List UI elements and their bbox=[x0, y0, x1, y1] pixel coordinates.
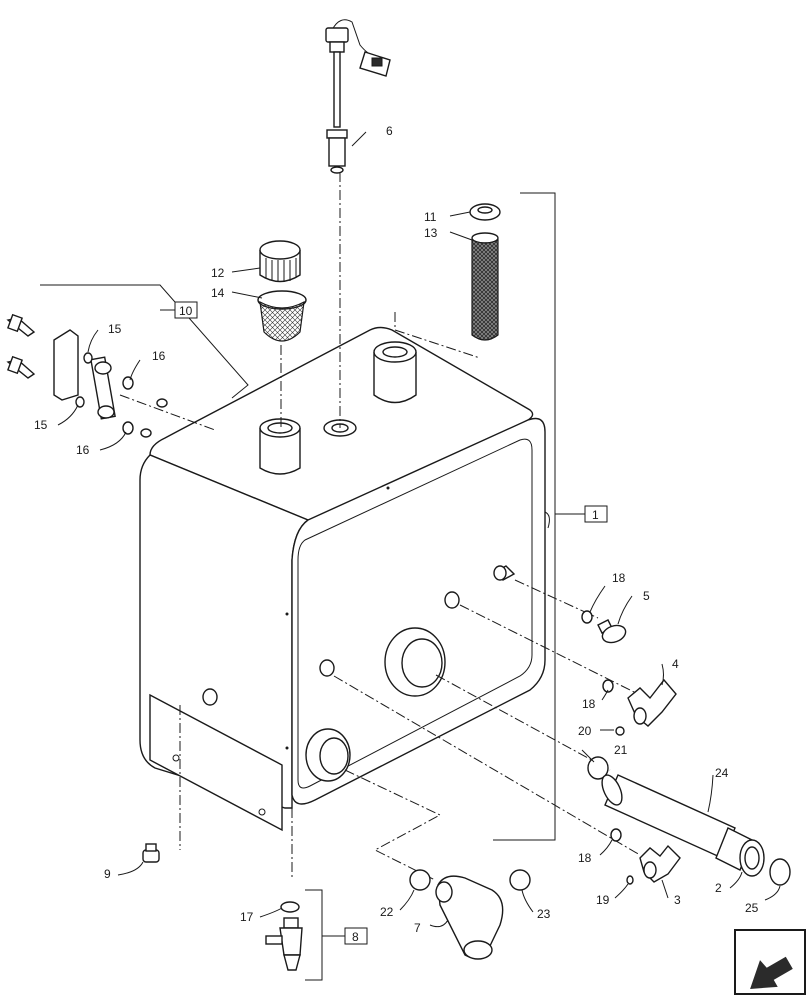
callout-8: 8 bbox=[352, 930, 359, 944]
elbow-fitting-4 bbox=[627, 678, 677, 727]
plug-5 bbox=[597, 619, 627, 644]
return-filter-element bbox=[471, 232, 499, 341]
callout-19: 19 bbox=[596, 893, 610, 907]
callout-labels: 6 11 13 12 14 10 15 15 16 16 1 18 5 4 18… bbox=[34, 124, 759, 945]
filter-cap bbox=[469, 203, 501, 221]
callout-5: 5 bbox=[643, 589, 650, 603]
callout-18-middle: 18 bbox=[582, 697, 596, 711]
callout-14: 14 bbox=[211, 286, 225, 300]
callout-12: 12 bbox=[211, 266, 225, 280]
callout-1: 1 bbox=[592, 508, 599, 522]
callout-18-top: 18 bbox=[612, 571, 626, 585]
elbow-fitting-3 bbox=[639, 844, 681, 883]
callout-6: 6 bbox=[386, 124, 393, 138]
elbow-fitting-7 bbox=[435, 875, 504, 960]
filler-cap bbox=[259, 240, 301, 283]
callout-7: 7 bbox=[414, 921, 421, 935]
callout-13: 13 bbox=[424, 226, 438, 240]
callout-9: 9 bbox=[104, 867, 111, 881]
callout-23: 23 bbox=[537, 907, 551, 921]
drain-valve-8 bbox=[265, 917, 303, 971]
callout-24: 24 bbox=[715, 766, 729, 780]
callout-10-box bbox=[174, 301, 198, 319]
callout-2: 2 bbox=[715, 881, 722, 895]
callout-4: 4 bbox=[672, 657, 679, 671]
callout-16-bottom: 16 bbox=[76, 443, 90, 457]
callout-22: 22 bbox=[380, 905, 394, 919]
callout-8-box bbox=[344, 927, 368, 945]
callout-3: 3 bbox=[674, 893, 681, 907]
callout-15-bottom: 15 bbox=[34, 418, 48, 432]
assembly-1-bracket bbox=[493, 192, 556, 841]
arrow-navigation-icon[interactable] bbox=[734, 929, 806, 999]
sight-gauge-assembly bbox=[6, 313, 168, 438]
hydraulic-tank bbox=[139, 326, 550, 832]
callout-1-box bbox=[584, 505, 608, 523]
leader-lines bbox=[57, 131, 781, 928]
suction-filter-24 bbox=[601, 774, 765, 877]
plug-9 bbox=[142, 843, 160, 863]
callout-20: 20 bbox=[578, 724, 592, 738]
callout-11: 11 bbox=[424, 210, 437, 224]
callout-16-top: 16 bbox=[152, 349, 166, 363]
o-rings bbox=[280, 610, 791, 913]
callout-10: 10 bbox=[179, 304, 193, 318]
callout-15-top: 15 bbox=[108, 322, 122, 336]
level-sensor bbox=[325, 19, 391, 174]
filler-strainer bbox=[257, 290, 307, 342]
callout-18-bottom: 18 bbox=[578, 851, 592, 865]
tank-side-ports bbox=[202, 565, 516, 782]
callout-17: 17 bbox=[240, 910, 254, 924]
callout-25: 25 bbox=[745, 901, 759, 915]
callout-21: 21 bbox=[614, 743, 628, 757]
